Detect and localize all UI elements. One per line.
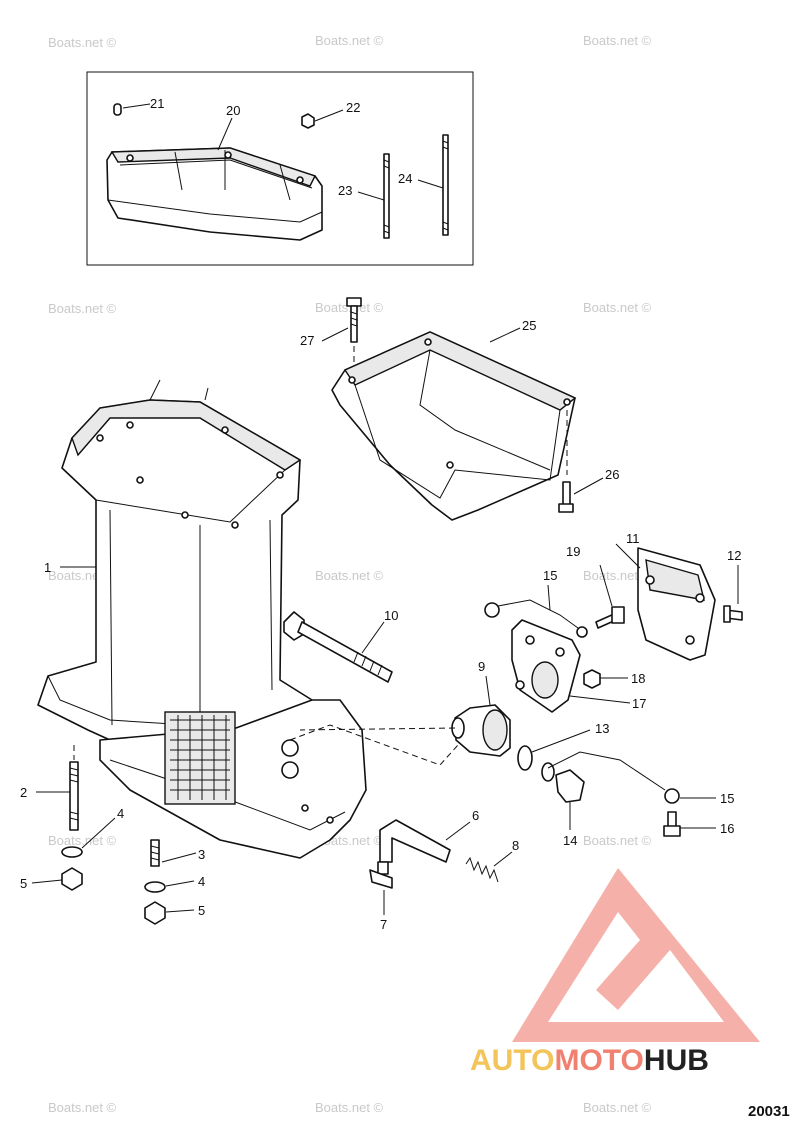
watermark: Boats.net © <box>48 301 117 316</box>
callout-21: 21 <box>150 96 164 111</box>
part-10-bolt <box>283 611 393 683</box>
callout-11: 11 <box>626 531 640 546</box>
part-22-nut <box>301 113 315 129</box>
callout-25: 25 <box>522 318 536 333</box>
logo-hub: HUB <box>644 1044 709 1077</box>
callout-22: 22 <box>346 100 360 115</box>
part-2-stud <box>69 745 79 831</box>
callout-10: 10 <box>384 608 398 623</box>
watermark: Boats.net © <box>315 300 384 315</box>
callout-27: 27 <box>300 333 314 348</box>
part-15-ground-strap <box>484 599 588 638</box>
logo-triangle-mark <box>512 868 760 1042</box>
part-12-screw <box>723 605 743 623</box>
part-5-nut <box>144 901 166 925</box>
callout-4b: 4 <box>198 874 205 889</box>
callout-7: 7 <box>380 917 387 932</box>
callout-16: 16 <box>720 821 734 836</box>
watermark: Boats.net © <box>315 568 384 583</box>
watermark-layer: Boats.net © Boats.net © Boats.net © Boat… <box>48 33 652 1115</box>
watermark: Boats.net © <box>583 33 652 48</box>
callout-15: 15 <box>543 568 557 583</box>
callout-18: 18 <box>631 671 645 686</box>
callout-8: 8 <box>512 838 519 853</box>
callout-4: 4 <box>117 806 124 821</box>
callout-12: 12 <box>727 548 741 563</box>
callout-5: 5 <box>20 876 27 891</box>
logo-text: AUTOMOTOHUB <box>470 1044 709 1077</box>
part-3-stud <box>150 839 160 867</box>
callout-9: 9 <box>478 659 485 674</box>
logo-moto: MOTO <box>554 1044 643 1077</box>
part-4-washer <box>144 881 166 893</box>
part-1-driveshaft-housing <box>37 379 313 741</box>
part-25-cover <box>331 331 577 521</box>
callout-20: 20 <box>226 103 240 118</box>
part-7-fitting <box>369 861 393 889</box>
callout-23: 23 <box>338 183 352 198</box>
part-8-spring <box>465 856 499 883</box>
callout-26: 26 <box>605 467 619 482</box>
part-14-cap-nut <box>541 762 585 803</box>
inset-frame <box>86 71 474 266</box>
logo-auto: AUTO <box>470 1044 554 1077</box>
watermark: Boats.net © <box>48 35 117 50</box>
part-5-nut <box>61 867 83 891</box>
part-13-washer <box>517 745 533 771</box>
part-15-ground-strap <box>547 751 680 804</box>
watermark: Boats.net © <box>315 1100 384 1115</box>
watermark: Boats.net © <box>583 568 652 583</box>
callout-13: 13 <box>595 721 609 736</box>
automotohub-logo: AUTOMOTOHUB <box>470 868 760 1077</box>
part-23-stud <box>383 153 390 239</box>
callout-labels: 21 20 22 23 24 27 25 26 1 11 12 19 15 10… <box>20 96 741 932</box>
watermark: Boats.net © <box>583 300 652 315</box>
watermark: Boats.net © <box>583 833 652 848</box>
callout-6: 6 <box>472 808 479 823</box>
callout-17: 17 <box>632 696 646 711</box>
figure-number: 20031 <box>748 1103 790 1120</box>
part-9-mount <box>299 704 511 757</box>
watermark: Boats.net © <box>583 1100 652 1115</box>
watermark: Boats.net © <box>315 33 384 48</box>
watermark: Boats.net © <box>48 833 117 848</box>
part-18-nut <box>583 669 601 689</box>
part-17-bracket <box>511 619 581 713</box>
watermark: Boats.net © <box>48 1100 117 1115</box>
part-16-screw <box>663 811 681 837</box>
callout-19: 19 <box>566 544 580 559</box>
part-4-washer <box>61 846 83 858</box>
part-26-bolt <box>558 481 574 513</box>
callout-2: 2 <box>20 785 27 800</box>
part-6-tube <box>379 819 451 863</box>
callout-1: 1 <box>44 560 51 575</box>
callout-5b: 5 <box>198 903 205 918</box>
part-20-housing <box>106 147 323 241</box>
part-27-bolt <box>346 297 362 370</box>
callout-24: 24 <box>398 171 412 186</box>
part-11-plate <box>637 547 716 661</box>
part-1-base-plate <box>99 699 367 859</box>
part-19-bolt <box>595 606 625 629</box>
callout-15b: 15 <box>720 791 734 806</box>
callout-3: 3 <box>198 847 205 862</box>
part-24-stud <box>442 134 449 236</box>
part-21-pin <box>113 103 122 116</box>
callout-14: 14 <box>563 833 577 848</box>
